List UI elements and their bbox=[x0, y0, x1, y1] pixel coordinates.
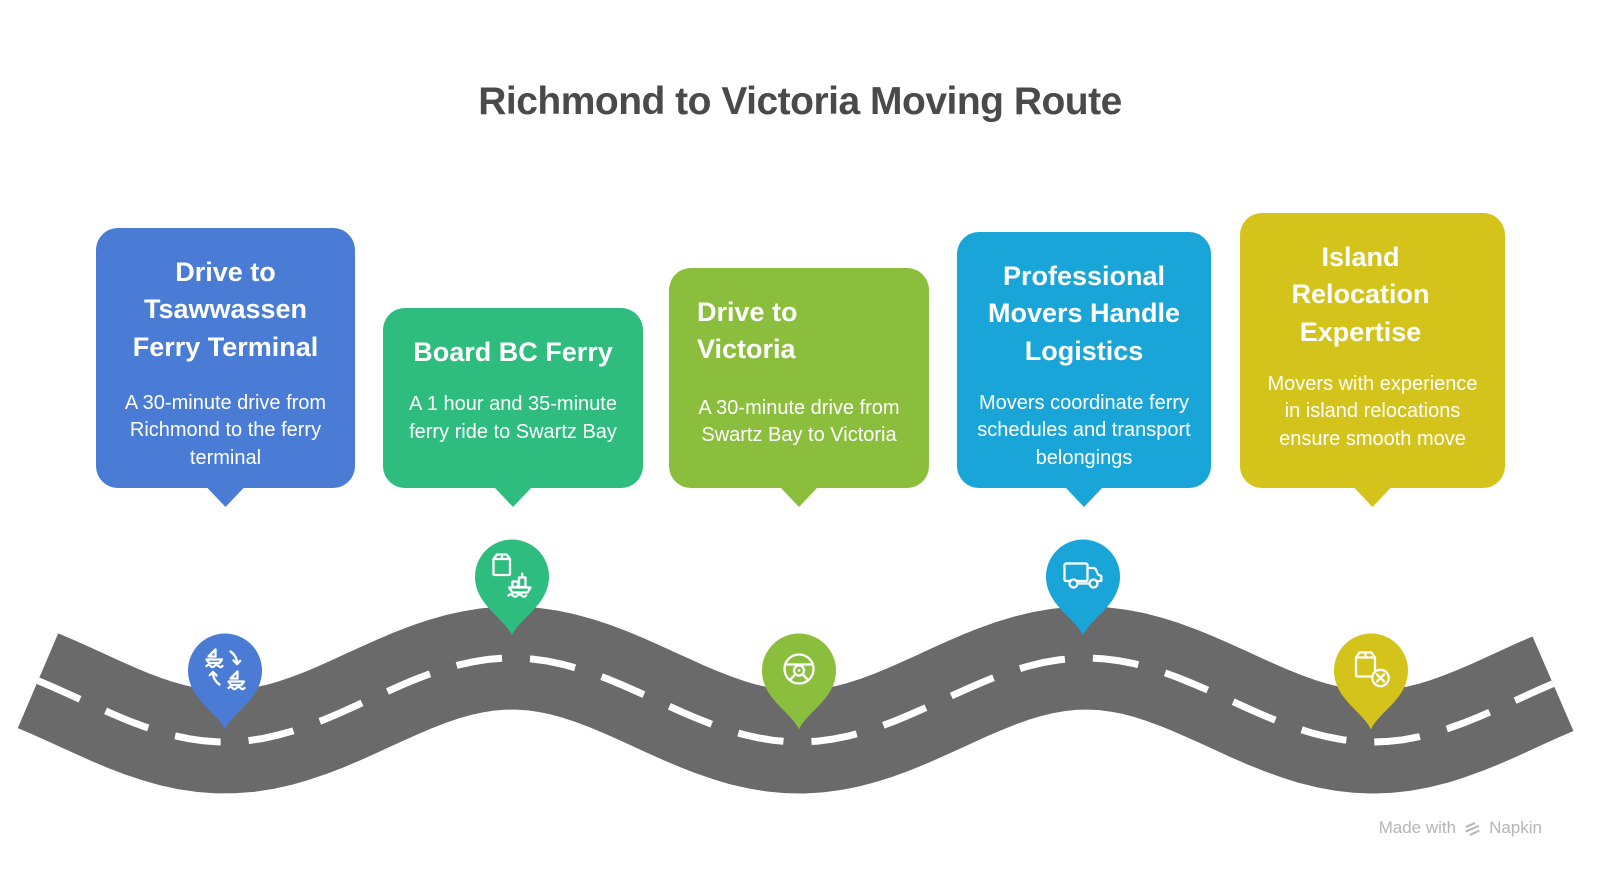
map-pin-1 bbox=[185, 630, 265, 730]
cargo-ship-icon bbox=[492, 553, 532, 598]
step-card-4-title: Professional Movers Handle Logistics bbox=[987, 261, 1181, 366]
step-card-1: Drive to Tsawwassen Ferry Terminal A 30-… bbox=[96, 228, 355, 507]
step-card-2-description: A 1 hour and 35-minute ferry ride to Swa… bbox=[409, 393, 617, 443]
map-pin-4 bbox=[1043, 536, 1123, 636]
pin-shape bbox=[762, 633, 836, 730]
step-card-2-title: Board BC Ferry bbox=[413, 337, 613, 367]
pin-shape bbox=[1046, 539, 1120, 636]
pin-shape bbox=[188, 633, 262, 730]
map-pin-5 bbox=[1331, 630, 1411, 730]
step-card-5-description: Movers with experience in island relocat… bbox=[1267, 372, 1478, 450]
page-title: Richmond to Victoria Moving Route bbox=[478, 80, 1122, 123]
road-center-line bbox=[36, 654, 1555, 746]
step-card-4: Professional Movers Handle Logistics Mov… bbox=[957, 232, 1211, 507]
step-card-4-description: Movers coordinate ferry schedules and tr… bbox=[977, 391, 1191, 469]
steering-wheel-icon bbox=[783, 653, 815, 685]
map-pin-3 bbox=[759, 630, 839, 730]
step-card-1-description: A 30-minute drive from Richmond to the f… bbox=[124, 391, 327, 469]
napkin-logo-icon bbox=[1465, 821, 1480, 836]
watermark-brand: Napkin bbox=[1489, 818, 1542, 837]
map-pin-2 bbox=[472, 536, 552, 636]
package-cancel-icon bbox=[1354, 651, 1390, 688]
step-card-2: Board BC Ferry A 1 hour and 35-minute fe… bbox=[383, 308, 643, 507]
watermark: Made with Napkin bbox=[1379, 818, 1542, 838]
step-card-5-title: Island Relocation Expertise bbox=[1291, 242, 1430, 347]
pin-shape bbox=[1334, 633, 1408, 730]
ferry-transfer-icon bbox=[205, 648, 246, 691]
step-card-3: Drive to Victoria A 30-minute drive from… bbox=[669, 268, 929, 507]
step-card-3-description: A 30-minute drive from Swartz Bay to Vic… bbox=[698, 396, 900, 447]
watermark-text: Made with bbox=[1378, 818, 1457, 837]
moving-truck-icon bbox=[1063, 562, 1103, 589]
step-card-5: Island Relocation Expertise Movers with … bbox=[1240, 213, 1505, 507]
step-card-3-title: Drive to Victoria bbox=[697, 297, 798, 365]
step-card-1-title: Drive to Tsawwassen Ferry Terminal bbox=[132, 257, 319, 362]
